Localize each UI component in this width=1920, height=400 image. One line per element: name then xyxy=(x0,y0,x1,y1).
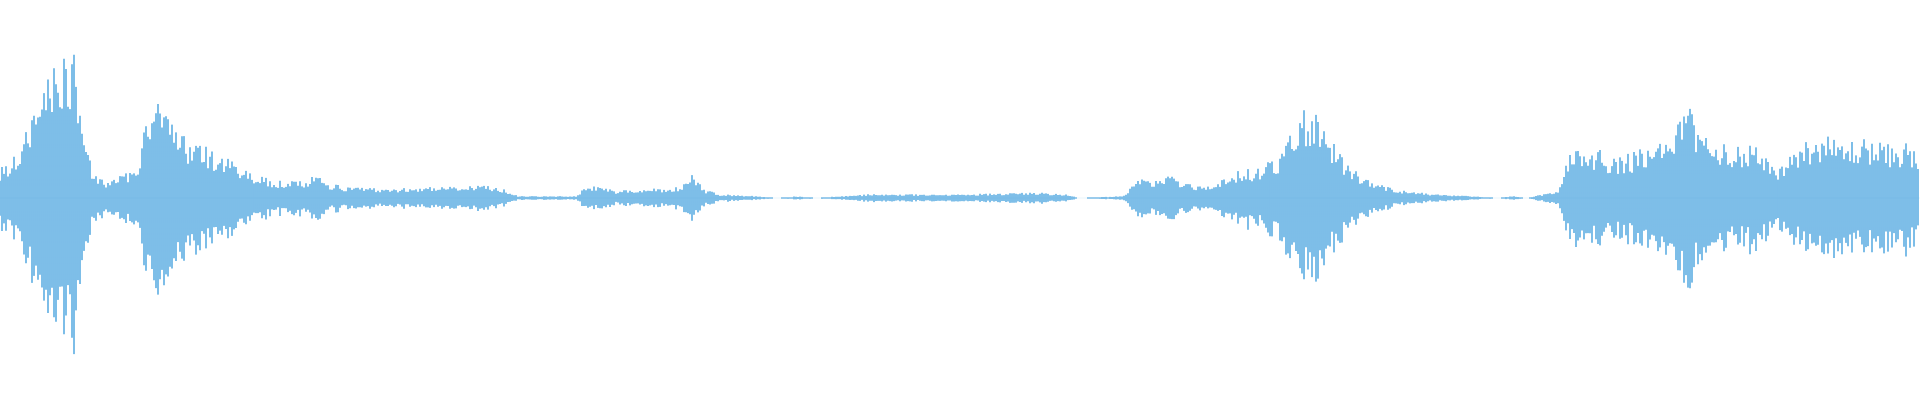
waveform-bars xyxy=(0,54,1920,355)
waveform-trace xyxy=(0,54,1919,355)
